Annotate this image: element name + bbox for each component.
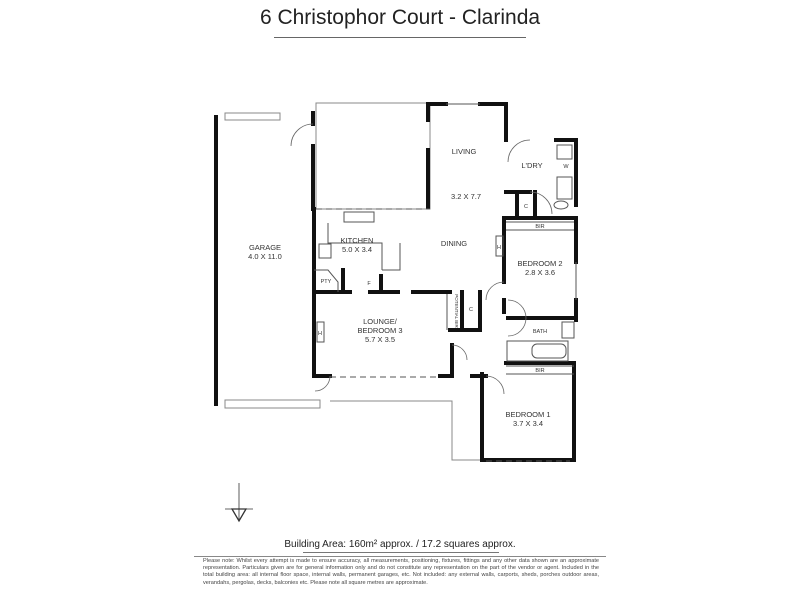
disclaimer-text: Please note: Whilst every attempt is mad… xyxy=(203,558,599,586)
door-swings xyxy=(290,123,553,395)
room-living-dims: 3.2 X 7.7 xyxy=(451,192,481,201)
title-underline xyxy=(274,37,526,38)
room-laundry-name: L'DRY xyxy=(521,161,542,170)
building-area-underline xyxy=(303,552,499,553)
room-dining-name: DINING xyxy=(441,239,467,248)
walls xyxy=(214,102,578,462)
room-bedroom1-dims: 3.7 X 3.4 xyxy=(513,419,543,428)
interior-lines xyxy=(314,103,577,462)
room-living-name: LIVING xyxy=(452,147,477,156)
north-arrow-icon xyxy=(225,483,253,523)
washer-label: W xyxy=(563,164,569,170)
room-bedroom2-name: BEDROOM 2 xyxy=(517,259,562,268)
fridge-label: F xyxy=(367,281,371,287)
pantry-label: PTY xyxy=(321,279,332,285)
bir-label-bed1: BIR xyxy=(535,368,544,374)
room-bedroom3-name: BEDROOM 3 xyxy=(357,326,402,335)
room-bedroom2-dims: 2.8 X 3.6 xyxy=(525,268,555,277)
room-lounge-name: LOUNGE/ xyxy=(363,317,398,326)
heater-label-lounge: H xyxy=(318,331,322,337)
bir-label-bed2: BIR xyxy=(535,224,544,230)
room-garage-dims: 4.0 X 11.0 xyxy=(248,252,282,261)
room-labels: GARAGE 4.0 X 11.0 LIVING 3.2 X 7.7 L'DRY… xyxy=(248,147,562,428)
room-lounge-dims: 5.7 X 3.5 xyxy=(365,335,395,344)
outdoor-outlines xyxy=(224,102,482,461)
building-area: Building Area: 160m² approx. / 17.2 squa… xyxy=(284,539,516,550)
page-title: 6 Christophor Court - Clarinda xyxy=(259,6,541,29)
room-kitchen-dims: 5.0 X 3.4 xyxy=(342,245,372,254)
room-bath-name: BATH xyxy=(533,329,547,335)
cupboard-label-laundry: C xyxy=(524,204,528,210)
room-bedroom1-name: BEDROOM 1 xyxy=(505,410,550,419)
potential-bir-label: POTENTIAL BIR xyxy=(454,294,459,328)
room-kitchen-name: KITCHEN xyxy=(341,236,374,245)
footer-divider xyxy=(194,556,606,557)
heater-label-dining: H xyxy=(497,245,501,251)
room-garage-name: GARAGE xyxy=(249,243,281,252)
fixture-labels: PTY F C C BIR BIR H H W POTENTIAL BIR xyxy=(318,164,569,374)
cupboard-label-hall: C xyxy=(469,307,473,313)
